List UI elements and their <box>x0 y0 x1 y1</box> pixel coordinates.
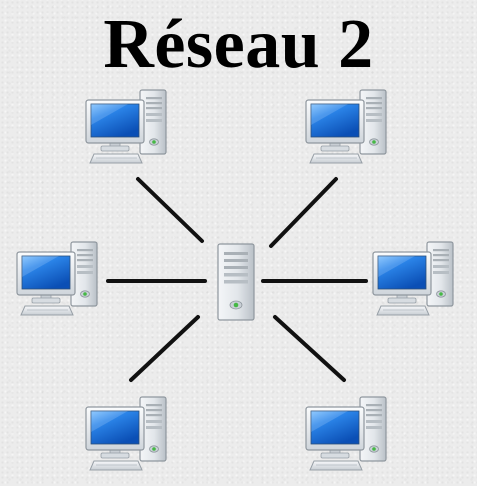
desktop-computer-icon <box>305 89 387 164</box>
diagram-title: Réseau 2 <box>103 6 374 83</box>
link-bottom-right <box>273 315 346 382</box>
link-top-left <box>136 177 204 243</box>
desktop-computer-icon <box>85 89 167 164</box>
desktop-computer-icon <box>305 396 387 471</box>
link-top-right <box>269 177 338 248</box>
desktop-computer-icon <box>372 241 454 316</box>
link-bottom-left <box>129 315 200 382</box>
desktop-computer-icon <box>16 241 98 316</box>
server-tower-icon <box>217 243 255 321</box>
desktop-computer-icon <box>85 396 167 471</box>
